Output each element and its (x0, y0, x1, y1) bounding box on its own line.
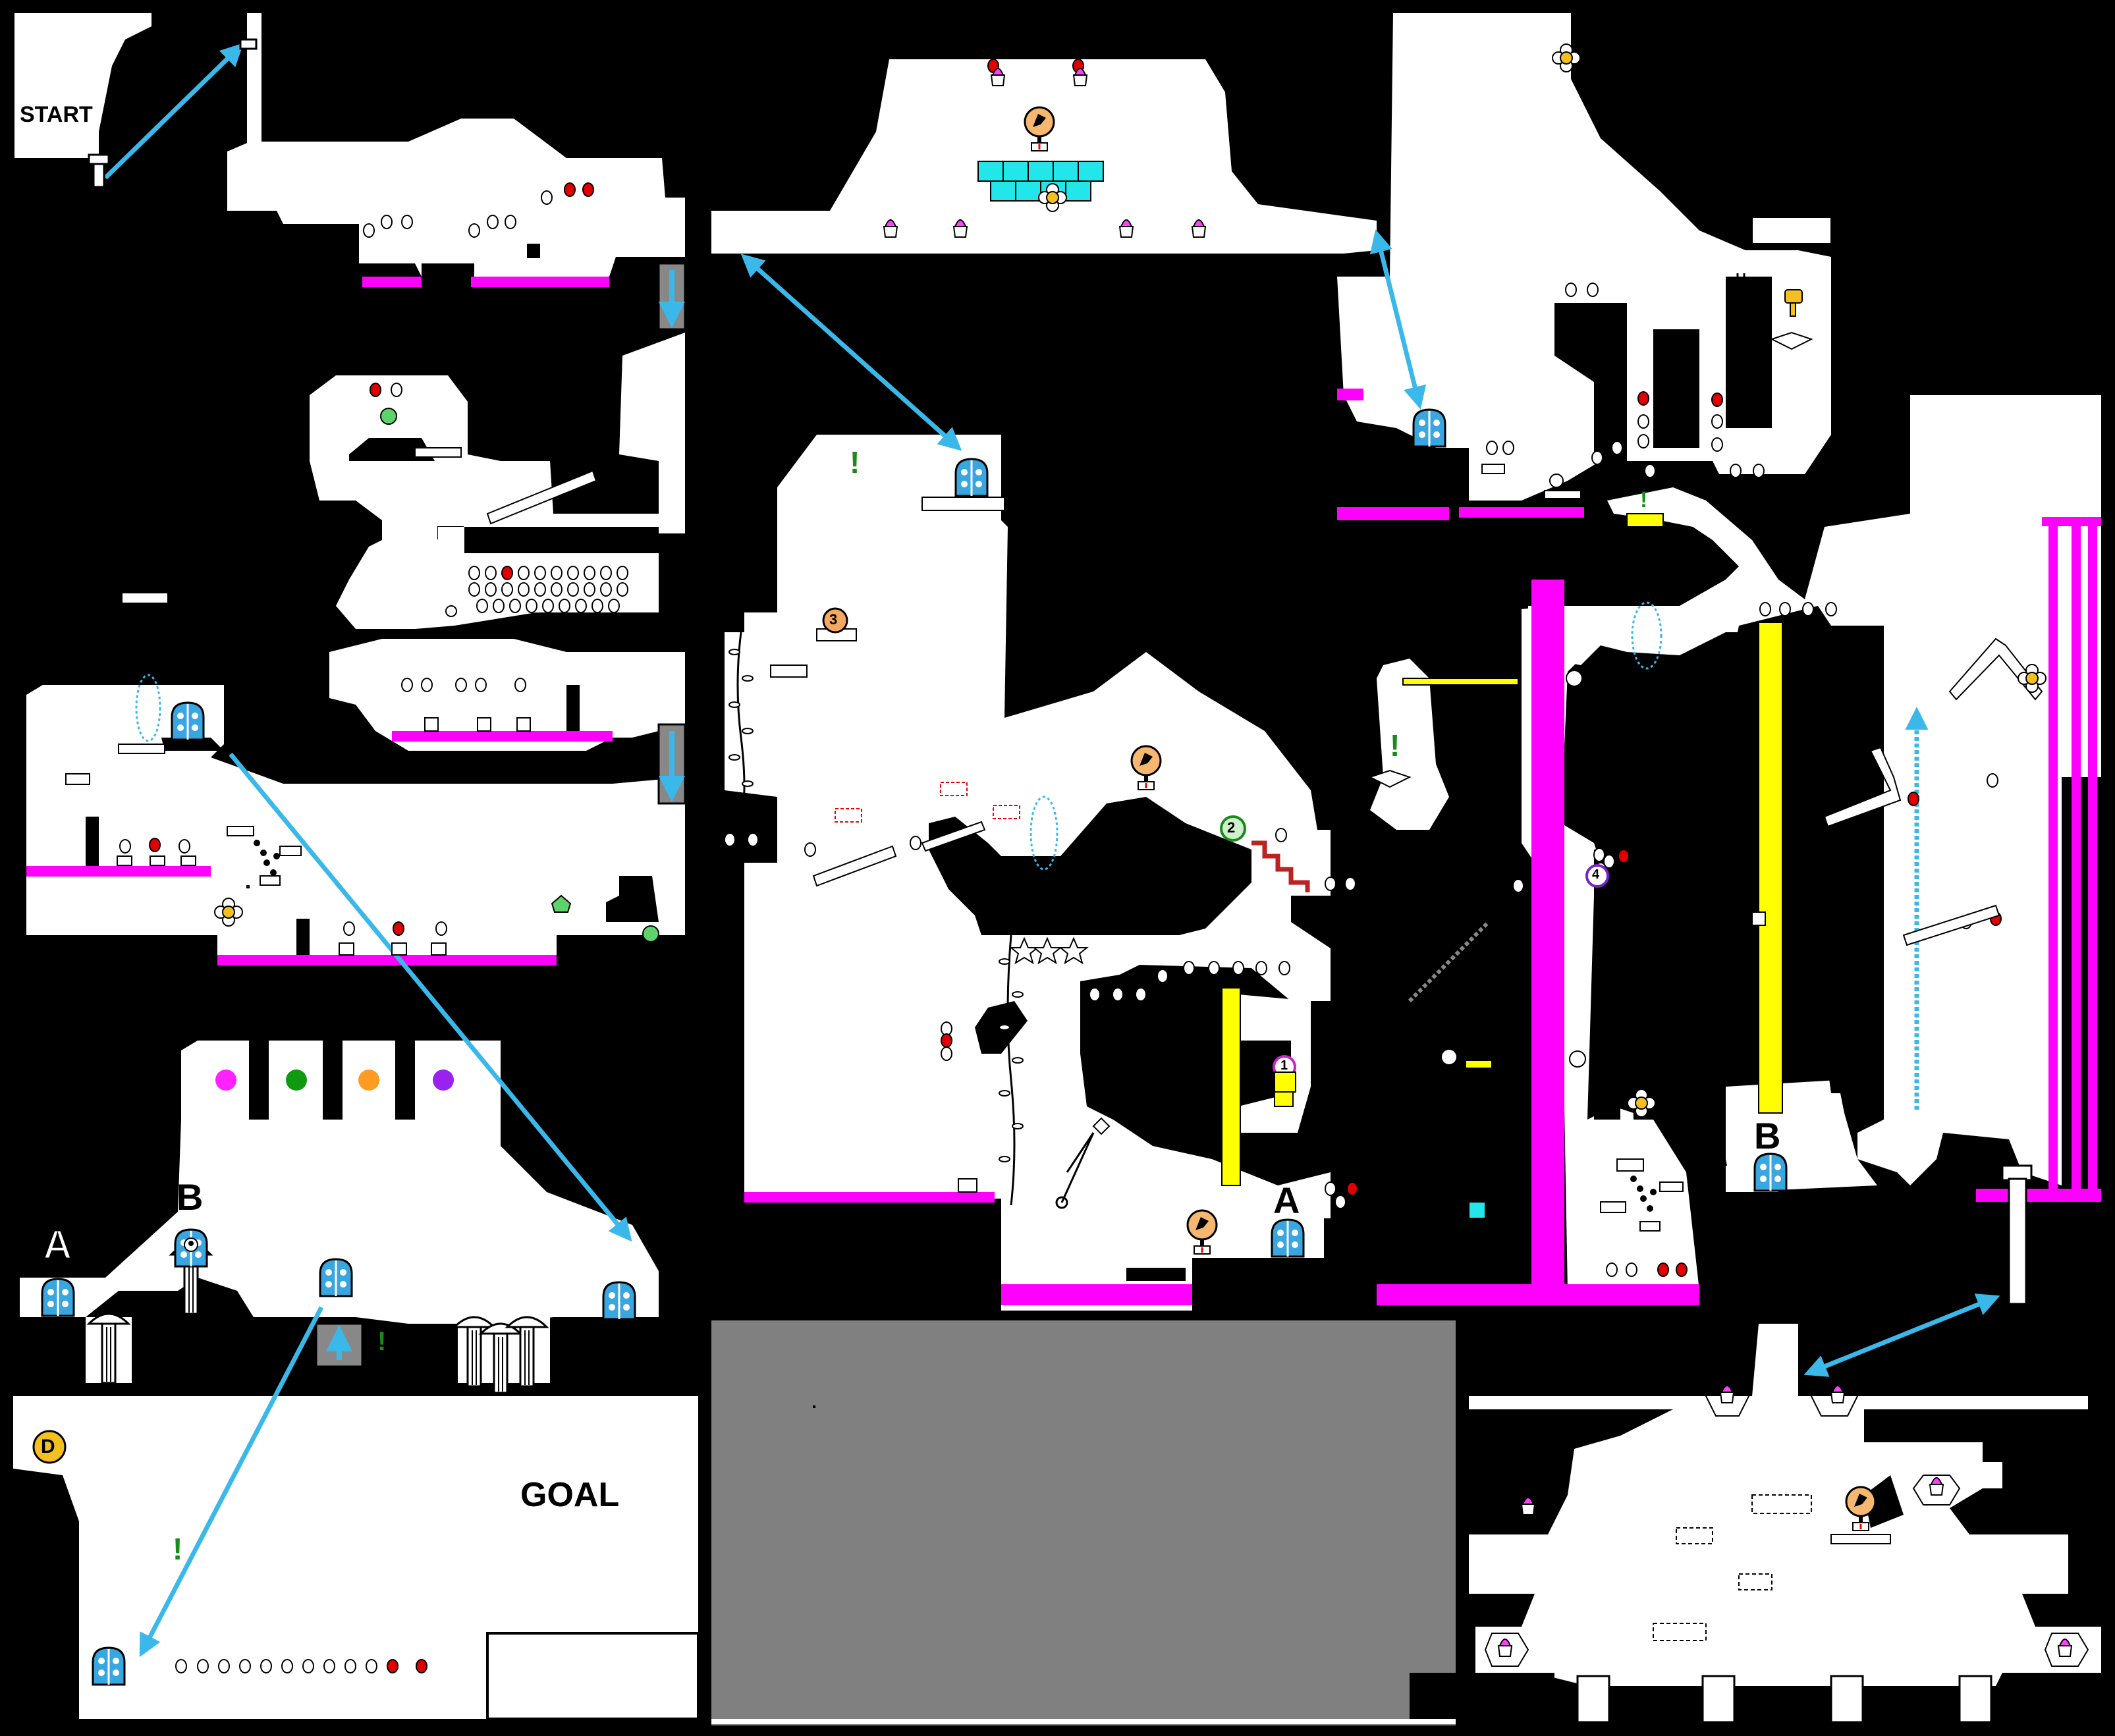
drop-pipes (315, 262, 686, 1368)
magenta-platforms (26, 277, 2101, 1305)
vase-bubbles (1484, 1382, 2089, 1667)
vine-leaves (728, 649, 1024, 1162)
cyan-blocks (977, 161, 1104, 202)
unused-area (711, 1320, 1456, 1725)
enemies (1092, 474, 1586, 1135)
key-coin-magenta (215, 1070, 236, 1091)
log-platforms (486, 470, 2043, 946)
lift-brackets (1368, 331, 1813, 788)
key-coin-green (286, 1070, 307, 1091)
key-coin-purple (433, 1070, 454, 1091)
star-row (1009, 936, 1089, 965)
key-coins (215, 1041, 454, 1120)
unused-area-edge (711, 1719, 1456, 1724)
fence (1730, 273, 1752, 300)
chains (254, 840, 1657, 1212)
key-coin-orange (358, 1070, 379, 1091)
coin-grid (438, 527, 659, 617)
key-icon (1784, 289, 1803, 317)
warp-arrows (103, 43, 2000, 1658)
coin-ledges (117, 717, 1684, 1232)
pipes (88, 38, 2033, 1723)
green-spiky (380, 408, 659, 942)
vines (736, 632, 1095, 1209)
coin-d (32, 1430, 67, 1464)
yellow-poles (1221, 513, 1783, 1186)
staircases (1251, 840, 1491, 1003)
numbered-markers (822, 607, 1609, 1093)
ledges (65, 217, 1891, 1641)
locked-door-b (174, 1228, 208, 1268)
star-rings (135, 601, 1662, 871)
